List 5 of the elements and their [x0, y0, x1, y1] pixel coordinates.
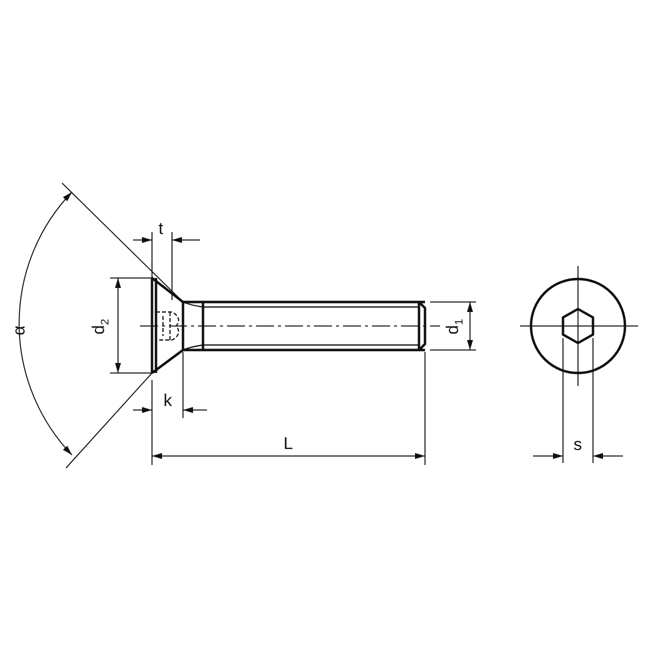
dimension-label: α: [10, 325, 28, 335]
dimension-label: k: [164, 392, 172, 408]
dimension-label: L: [284, 434, 293, 452]
dimension-label: s: [574, 436, 582, 452]
dimension-label: t: [158, 220, 164, 236]
